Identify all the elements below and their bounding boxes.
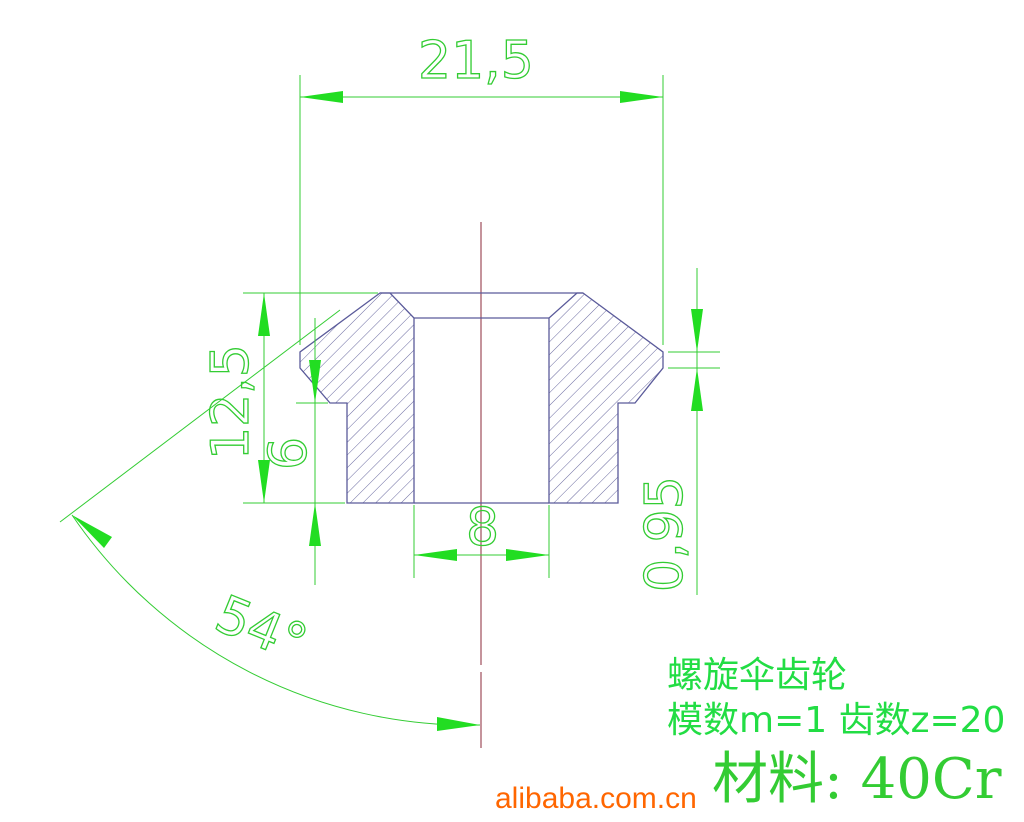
right-section-hatch (548, 292, 664, 504)
left-section-hatch (299, 292, 415, 504)
dim-outer-diameter: 21,5 (418, 31, 534, 91)
dim-bore-diameter: 8 (466, 498, 499, 558)
dim-overall-height: 12,5 (201, 344, 261, 460)
note-material: 材料: 40Cr (712, 747, 1002, 812)
dim-cone-angle: 54° (207, 584, 315, 674)
dim-hub-height: 6 (259, 437, 319, 470)
dim-flat-width: 0,95 (635, 476, 695, 592)
gear-section (299, 292, 664, 504)
note-title: 螺旋伞齿轮 (667, 655, 848, 696)
note-spec: 模数m=1 齿数z=20 (667, 700, 1006, 741)
dimension-lines (59, 75, 720, 731)
watermark: alibaba.com.cn (495, 782, 697, 815)
